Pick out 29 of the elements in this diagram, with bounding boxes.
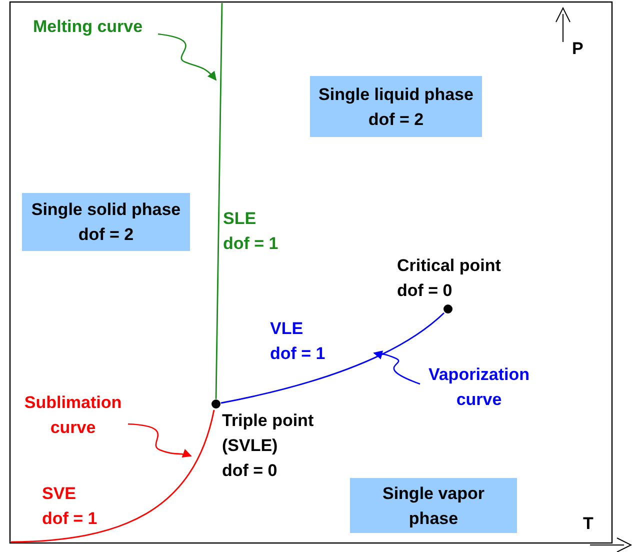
point-label: Critical point (397, 255, 501, 277)
sublimation-curve (10, 410, 215, 543)
axis-label: T (583, 513, 594, 535)
curve-state-label: SVE (42, 483, 76, 505)
point-label: dof = 0 (397, 280, 452, 302)
curve-state-label: dof = 1 (42, 508, 98, 530)
curve-state-label: VLE (270, 318, 304, 340)
region-label: dof = 2 (78, 224, 134, 246)
phase-region-box (350, 478, 517, 533)
phase-region-box (22, 193, 190, 251)
curve-label: Sublimation curve (12, 390, 134, 440)
axis-label: P (572, 38, 584, 60)
curve-state-label: dof = 1 (270, 343, 326, 365)
point-label: dof = 0 (222, 460, 278, 482)
region-label: dof = 2 (368, 108, 424, 130)
curve-state-label: dof = 1 (223, 233, 278, 255)
curve-label: Vaporization curve (418, 362, 540, 412)
region-label: Single vapor phase (381, 482, 486, 530)
point-label: Triple point (222, 410, 314, 432)
region-label: Single solid phase (31, 199, 181, 221)
leader-line (128, 423, 192, 458)
curve-state-label: SLE (223, 208, 256, 230)
phase-region-box (310, 76, 482, 137)
region-label: Single liquid phase (318, 84, 474, 106)
leader-line (158, 33, 217, 81)
melting-curve (215, 2, 223, 400)
curve-label: Melting curve (33, 14, 163, 39)
leader-line (373, 350, 420, 385)
point-label: (SVLE) (222, 435, 278, 457)
